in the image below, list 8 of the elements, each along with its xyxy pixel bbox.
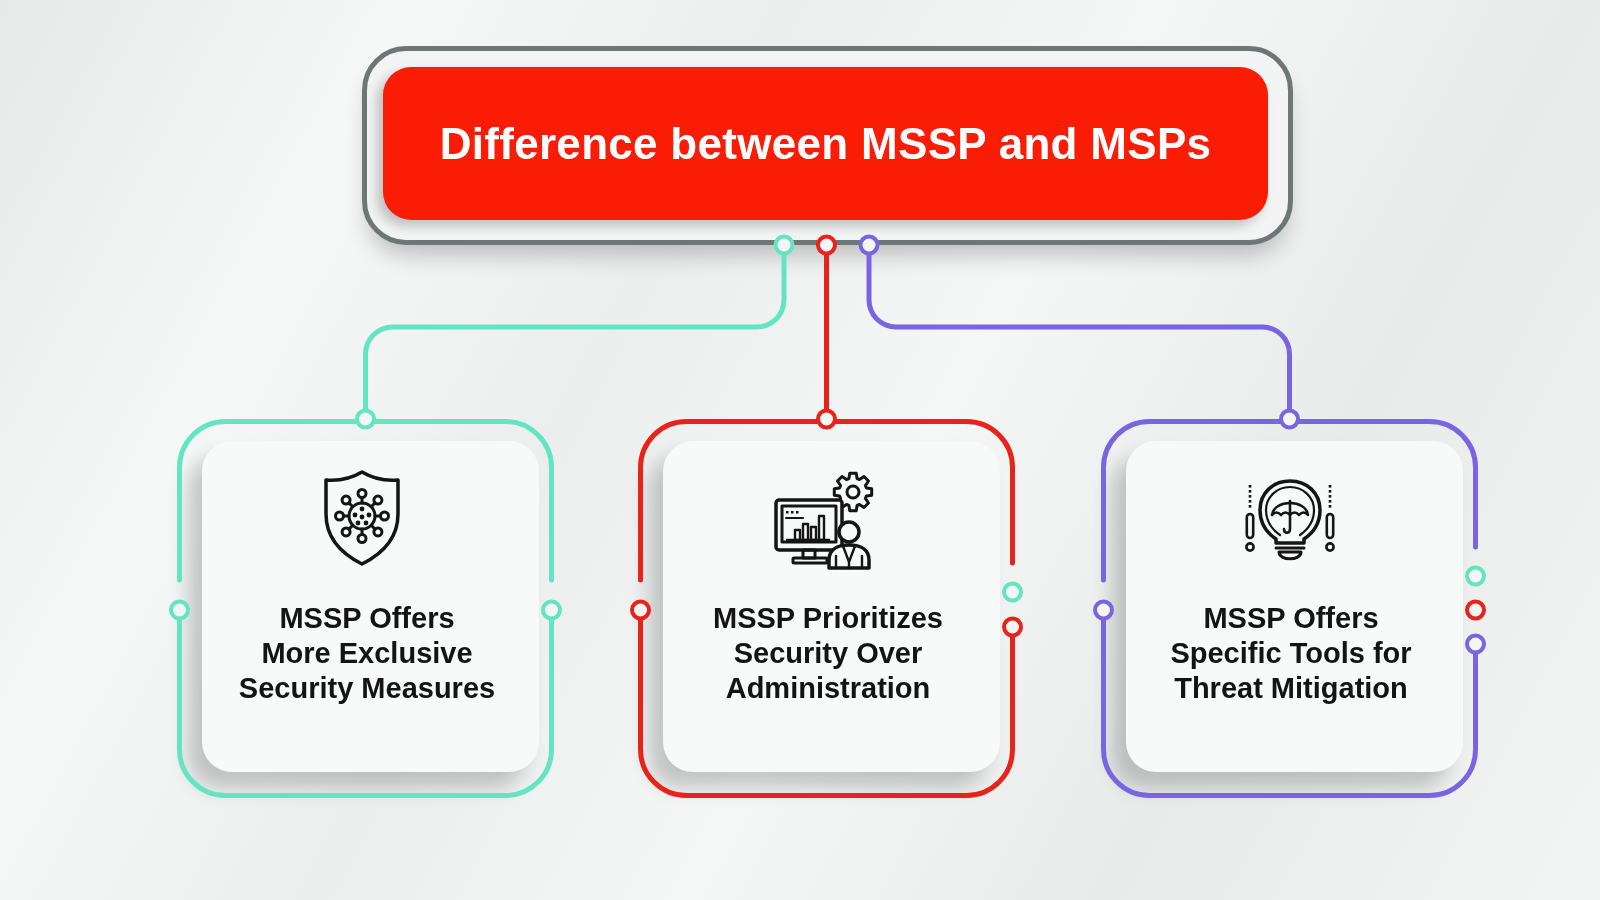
card-heading: MSSP Offers Specific Tools for Threat Mitigation	[1169, 601, 1413, 706]
connector-line	[858, 234, 1300, 430]
connector-line	[816, 234, 837, 430]
card-heading: MSSP Prioritizes Security Over Administration	[712, 601, 944, 706]
title-text: Difference between MSSP and MSPs	[439, 118, 1212, 169]
card-heading: MSSP Offers More Exclusive Security Measures	[237, 601, 497, 706]
connector-line	[355, 234, 795, 430]
title-frame	[362, 46, 1293, 245]
